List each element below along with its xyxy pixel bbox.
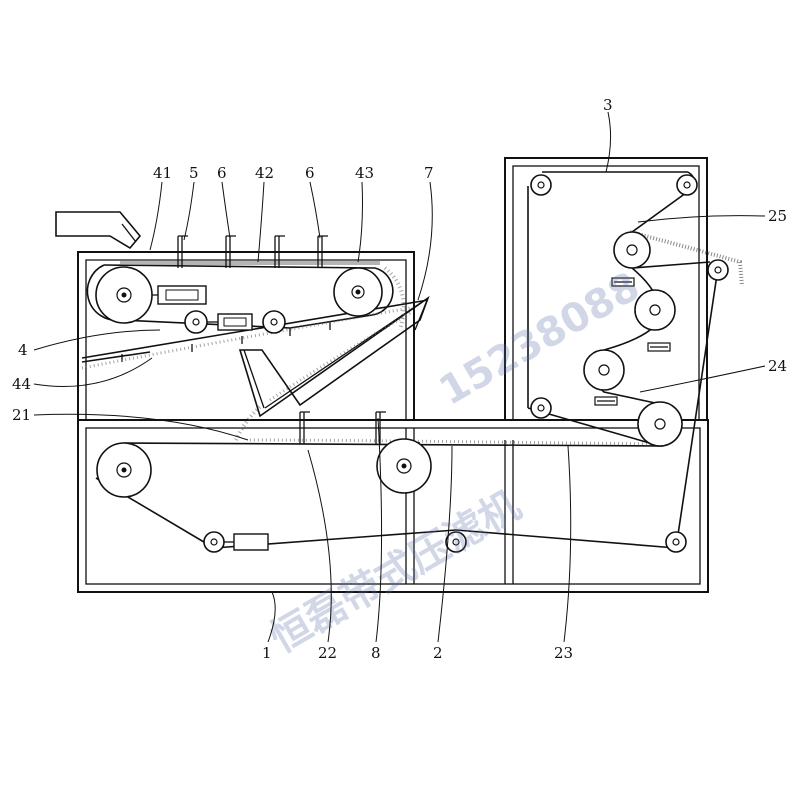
roller-press-4 — [637, 401, 683, 447]
leader-lines — [33, 111, 766, 643]
label-7: 7 — [424, 164, 434, 182]
main-frame — [77, 251, 709, 593]
reference-numerals: 41 5 6 42 6 43 7 3 25 4 44 21 24 1 22 8 … — [12, 96, 787, 662]
roller-gravity-right — [333, 267, 383, 317]
label-3: 3 — [603, 96, 613, 114]
label-22: 22 — [318, 644, 337, 662]
right-press-frame — [504, 157, 708, 421]
discharge-chute — [238, 266, 430, 418]
roller-press-2 — [634, 289, 676, 331]
watermark-phone: 15238088 — [432, 263, 648, 414]
label-25: 25 — [768, 207, 787, 225]
plow-blades — [177, 235, 328, 268]
roller-gravity-left — [95, 266, 153, 324]
label-21: 21 — [12, 406, 31, 424]
label-1: 1 — [262, 644, 272, 662]
rollers — [95, 174, 729, 553]
label-5: 5 — [189, 164, 199, 182]
feed-hopper — [55, 211, 142, 250]
small-rollers — [184, 174, 729, 553]
label-44: 44 — [12, 375, 31, 393]
label-6-left: 6 — [217, 164, 227, 182]
label-4: 4 — [18, 341, 28, 359]
watermark-company: 恒磊带式压滤机 — [263, 482, 528, 662]
label-23: 23 — [554, 644, 573, 662]
label-43: 43 — [355, 164, 374, 182]
label-42: 42 — [255, 164, 274, 182]
label-24: 24 — [768, 357, 787, 375]
roller-lower-middle — [376, 438, 432, 494]
label-2: 2 — [433, 644, 443, 662]
roller-lower-left — [96, 442, 152, 498]
label-8: 8 — [371, 644, 381, 662]
roller-press-3 — [583, 349, 625, 391]
label-6-right: 6 — [305, 164, 315, 182]
label-41: 41 — [153, 164, 172, 182]
roller-press-1 — [613, 231, 651, 269]
